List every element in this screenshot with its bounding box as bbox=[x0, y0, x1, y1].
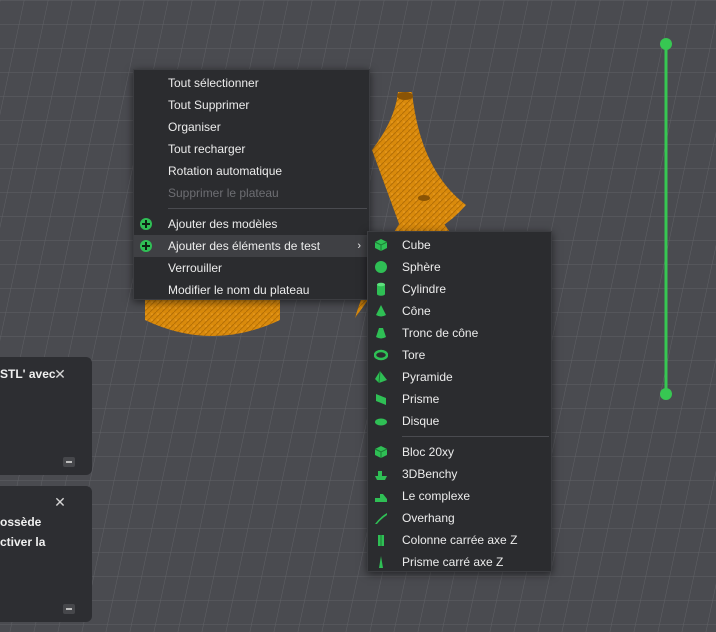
notification-1: STL' avec ✕ bbox=[0, 357, 92, 475]
torus-icon bbox=[374, 349, 388, 361]
submenu-item-complex[interactable]: Le complexe bbox=[368, 485, 551, 507]
cone-icon bbox=[376, 305, 386, 317]
notification-2: ossède ctiver la ✕ bbox=[0, 486, 92, 622]
context-menu: Tout sélectionner Tout Supprimer Organis… bbox=[133, 69, 370, 300]
overhang-icon bbox=[375, 513, 387, 524]
menu-item-reload-all[interactable]: Tout recharger bbox=[168, 142, 246, 156]
collapse-icon[interactable] bbox=[63, 457, 75, 467]
submenu-item-pyramid[interactable]: Pyramide bbox=[368, 366, 551, 388]
truncated-cone-icon bbox=[376, 328, 386, 339]
column-icon bbox=[378, 535, 384, 546]
layer-slider-top-handle bbox=[660, 38, 672, 50]
model-cone-small[interactable] bbox=[355, 195, 450, 318]
menu-item-delete-all[interactable]: Tout Supprimer bbox=[168, 98, 250, 112]
menu-item-select-all[interactable]: Tout sélectionner bbox=[168, 76, 259, 90]
close-icon[interactable]: ✕ bbox=[54, 366, 66, 382]
submenu-item-sphere[interactable]: Sphère bbox=[368, 256, 551, 278]
complex-icon bbox=[375, 494, 387, 502]
submenu-item-prism[interactable]: Prisme bbox=[368, 388, 551, 410]
add-icon bbox=[140, 240, 152, 252]
collapse-icon[interactable] bbox=[63, 604, 75, 614]
menu-separator bbox=[168, 208, 367, 209]
close-icon[interactable]: ✕ bbox=[54, 494, 66, 510]
notification-2-text-2: ctiver la bbox=[0, 535, 46, 549]
menu-item-auto-rotate[interactable]: Rotation automatique bbox=[168, 164, 283, 178]
block-icon bbox=[374, 446, 388, 458]
menu-item-delete-plate: Supprimer le plateau bbox=[168, 186, 279, 200]
prism-icon bbox=[376, 394, 386, 405]
menu-item-add-test-elements[interactable]: Ajouter des éléments de test› bbox=[134, 235, 369, 257]
sphere-icon bbox=[375, 261, 387, 273]
submenu-item-square-prism[interactable]: Prisme carré axe Z bbox=[368, 551, 551, 573]
test-elements-submenu: Cube Sphère Cylindre Cône Tronc de cône … bbox=[367, 231, 552, 572]
disc-icon bbox=[375, 418, 387, 426]
menu-item-arrange[interactable]: Organiser bbox=[168, 120, 221, 134]
submenu-separator bbox=[402, 436, 549, 437]
submenu-item-disc[interactable]: Disque bbox=[368, 410, 551, 432]
submenu-item-cylinder[interactable]: Cylindre bbox=[368, 278, 551, 300]
submenu-item-cone[interactable]: Cône bbox=[368, 300, 551, 322]
submenu-item-cube[interactable]: Cube bbox=[368, 234, 551, 256]
submenu-item-3dbenchy[interactable]: 3DBenchy bbox=[368, 463, 551, 485]
add-icon bbox=[140, 218, 152, 230]
layer-slider[interactable] bbox=[660, 38, 672, 400]
cylinder-icon bbox=[377, 282, 385, 296]
layer-slider-bottom-handle bbox=[660, 388, 672, 400]
model-cone-right[interactable] bbox=[372, 92, 466, 240]
submenu-item-block-20xy[interactable]: Bloc 20xy bbox=[368, 441, 551, 463]
menu-item-add-models[interactable]: Ajouter des modèles bbox=[134, 213, 369, 235]
benchy-icon bbox=[375, 471, 387, 480]
cube-icon bbox=[374, 239, 388, 251]
submenu-item-torus[interactable]: Tore bbox=[368, 344, 551, 366]
menu-item-lock[interactable]: Verrouiller bbox=[168, 261, 223, 275]
submenu-arrow-icon: › bbox=[357, 240, 361, 252]
notification-2-text-1: ossède bbox=[0, 515, 42, 529]
submenu-item-truncated-cone[interactable]: Tronc de cône bbox=[368, 322, 551, 344]
submenu-item-square-column[interactable]: Colonne carrée axe Z bbox=[368, 529, 551, 551]
square-prism-icon bbox=[379, 556, 383, 568]
pyramid-icon bbox=[375, 370, 387, 384]
submenu-item-overhang[interactable]: Overhang bbox=[368, 507, 551, 529]
menu-item-rename-plate[interactable]: Modifier le nom du plateau bbox=[168, 283, 310, 297]
notification-1-text: STL' avec bbox=[0, 367, 56, 381]
